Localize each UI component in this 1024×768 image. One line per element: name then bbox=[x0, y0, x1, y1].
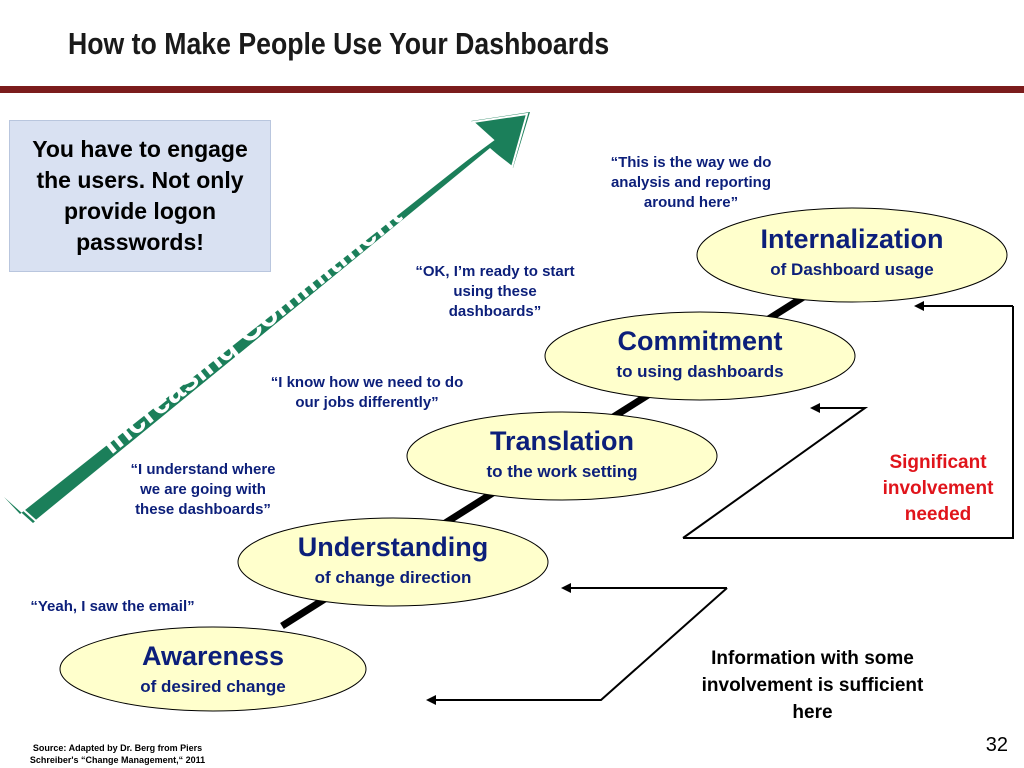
stage-name: Translation bbox=[489, 426, 635, 456]
ellipse-understanding bbox=[237, 517, 549, 607]
stage-commitment: Commitment to using dashboards bbox=[545, 325, 855, 383]
stage-name: Awareness bbox=[141, 641, 285, 671]
page-title: How to Make People Use Your Dashboards bbox=[68, 26, 610, 61]
ellipse-translation bbox=[406, 411, 718, 501]
stage-sub: to the work setting bbox=[486, 462, 638, 481]
stage-translation: Translation to the work setting bbox=[407, 425, 717, 483]
information-feedback-arrows bbox=[426, 583, 728, 705]
information-label: Information with some involvement is suf… bbox=[701, 648, 924, 723]
title-rule bbox=[0, 86, 1024, 93]
significant-involvement-label: Significant involvement needed bbox=[882, 452, 994, 525]
quote-translation: “I know how we need to do our jobs diffe… bbox=[270, 374, 464, 411]
stage-name: Understanding bbox=[297, 532, 489, 562]
stage-internalization: Internalization of Dashboard usage bbox=[697, 223, 1007, 281]
quote-commitment: “OK, I’m ready to start using these dash… bbox=[415, 263, 575, 320]
stage-name: Internalization bbox=[760, 224, 944, 254]
significant-feedback-arrows bbox=[682, 301, 1014, 539]
stage-awareness: Awareness of desired change bbox=[60, 640, 366, 698]
quote-internalization: “This is the way we do analysis and repo… bbox=[610, 154, 772, 211]
note-box: You have to engage the users. Not only p… bbox=[9, 120, 271, 272]
stage-understanding: Understanding of change direction bbox=[238, 531, 548, 589]
stage-name: Commitment bbox=[617, 326, 783, 356]
stage-sub: of desired change bbox=[140, 677, 286, 696]
source-citation: Source: Adapted by Dr. Berg from Piers S… bbox=[29, 743, 206, 765]
quote-understanding: “I understand where we are going with th… bbox=[130, 461, 276, 518]
stage-sub: of Dashboard usage bbox=[770, 260, 934, 279]
ellipse-awareness bbox=[59, 626, 367, 712]
ellipse-internalization bbox=[696, 207, 1008, 303]
stage-sub: to using dashboards bbox=[616, 362, 784, 381]
stage-sub: of change direction bbox=[314, 568, 472, 587]
ellipse-commitment bbox=[544, 311, 856, 401]
quote-awareness: “Yeah, I saw the email” bbox=[30, 598, 195, 615]
page-number: 32 bbox=[985, 734, 1008, 756]
note-box-text: You have to engage the users. Not only p… bbox=[32, 136, 248, 255]
